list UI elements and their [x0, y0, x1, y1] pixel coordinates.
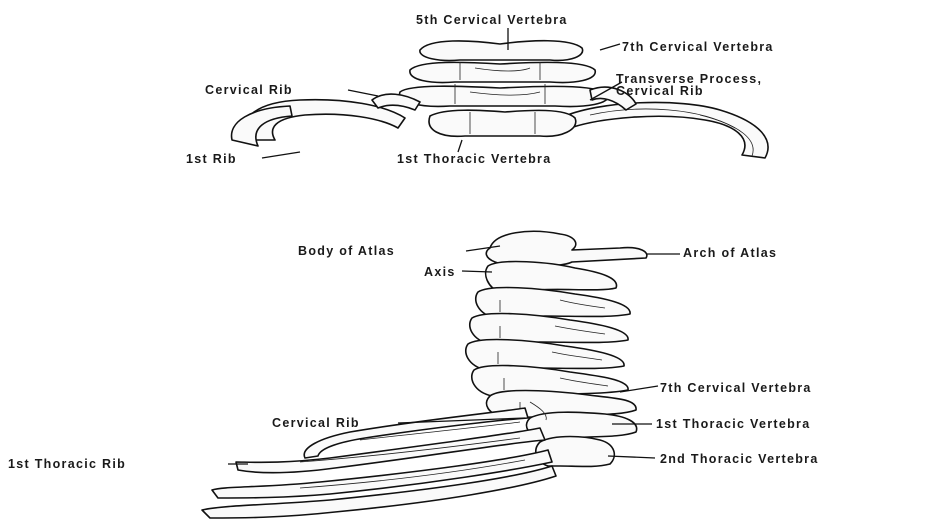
label-bot-1st-thoracic-vertebra: 1st Thoracic Vertebra [656, 417, 810, 431]
label-bot-axis: Axis [424, 265, 456, 279]
label-bot-2nd-thoracic-vertebra: 2nd Thoracic Vertebra [660, 452, 819, 466]
label-top-transverse-process-line2: Cervical Rib [616, 84, 704, 98]
label-top-cervical-rib: Cervical Rib [205, 83, 293, 97]
label-bot-cervical-rib: Cervical Rib [272, 416, 360, 430]
top-c7-vertebra [400, 86, 609, 106]
label-bot-arch-of-atlas: Arch of Atlas [683, 246, 777, 260]
top-right-first-rib [560, 102, 768, 158]
label-bot-1st-thoracic-rib: 1st Thoracic Rib [8, 457, 126, 471]
label-top-1st-rib: 1st Rib [186, 152, 237, 166]
label-top-1st-thoracic-vertebra: 1st Thoracic Vertebra [397, 152, 551, 166]
label-top-5th-cervical-vertebra: 5th Cervical Vertebra [416, 13, 568, 27]
top-c5-vertebra [420, 41, 583, 61]
label-top-7th-cervical-vertebra: 7th Cervical Vertebra [622, 40, 774, 54]
label-bot-body-of-atlas: Body of Atlas [298, 244, 395, 258]
top-t1-vertebra [429, 110, 576, 136]
top-anterior-view [232, 41, 768, 158]
top-c6-vertebra [410, 62, 595, 82]
label-bot-7th-cervical-vertebra: 7th Cervical Vertebra [660, 381, 812, 395]
